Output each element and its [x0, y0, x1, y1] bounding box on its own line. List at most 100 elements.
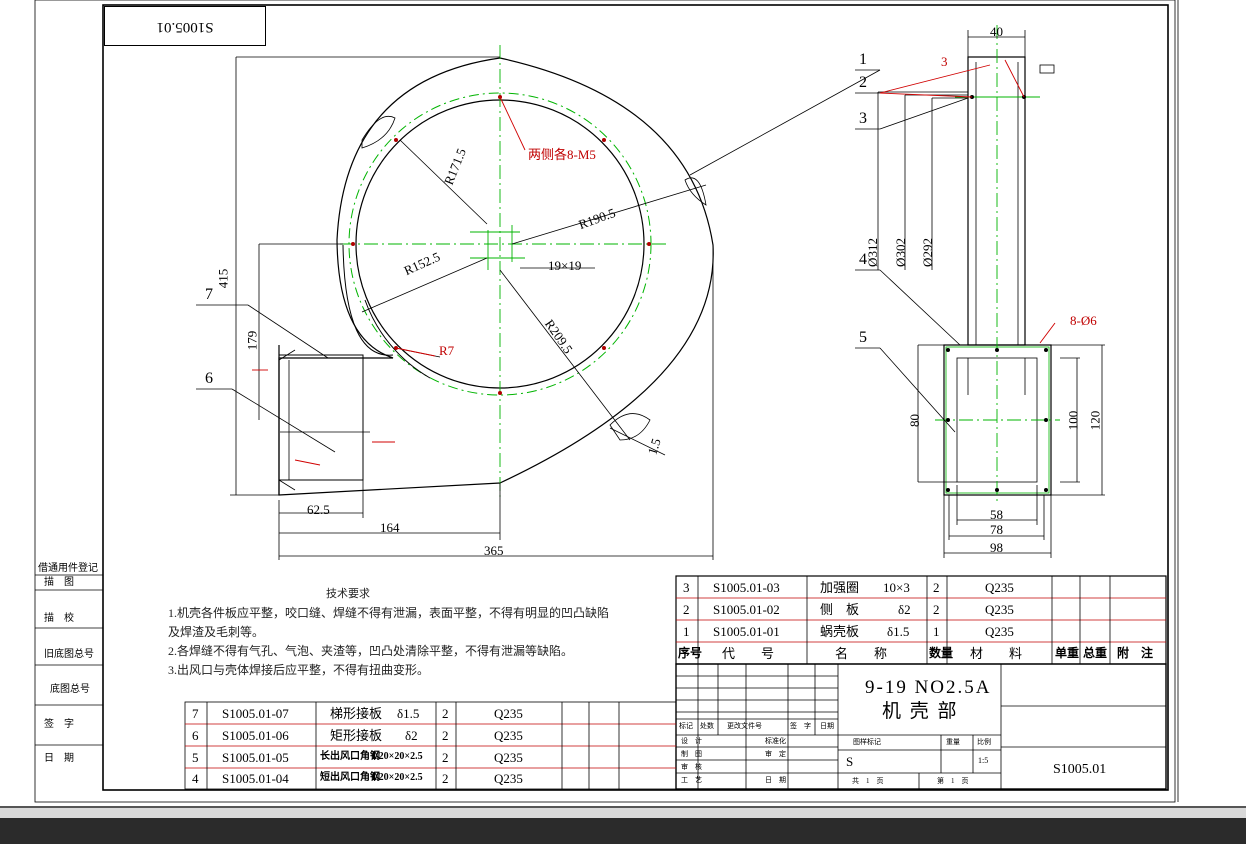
bom-cell: δ2	[405, 728, 418, 743]
balloon-6: 6	[205, 370, 213, 387]
bom-cell: 2	[442, 771, 449, 786]
bom-cell: S1005.01-01	[713, 624, 780, 639]
bom-cell: S1005.01-04	[222, 771, 289, 786]
dim-164: 164	[380, 520, 400, 535]
bom-header: 材 料	[970, 646, 1023, 661]
requirement-line: 2.各焊缝不得有气孔、气泡、夹渣等，凹凸处清除平整，不得有泄漏等缺陷。	[168, 644, 574, 658]
bom-cell: Q235	[985, 580, 1014, 595]
side-label: 描 图	[44, 577, 74, 588]
bom-cell: 短出风口角钢	[320, 772, 380, 783]
balloon-2: 2	[859, 74, 867, 91]
taskbar	[0, 806, 1246, 844]
bom-cell: L20×20×2.5	[372, 751, 423, 762]
outer-sheet-border	[34, 0, 1176, 803]
dim-3: 3	[941, 54, 948, 69]
note-holes-side: 8-Ø6	[1070, 313, 1097, 328]
tb-label: 设 计	[681, 737, 702, 745]
bom-cell: 加强圈	[820, 580, 860, 595]
tb-label: 日 期	[765, 776, 786, 784]
title-block-grid	[675, 663, 1167, 790]
dim-98: 98	[990, 540, 1003, 555]
bom-header: 附 注	[1117, 646, 1154, 660]
tb-label: 重量	[946, 738, 960, 746]
dim-40: 40	[990, 24, 1003, 39]
bom-cell: S1005.01-07	[222, 706, 289, 721]
bom-cell: 1	[933, 624, 940, 639]
tb-sheet: 第 1 页	[937, 777, 969, 785]
bom-cell: 2	[933, 580, 940, 595]
bom-header: 数量	[929, 646, 954, 660]
bom-cell: 梯形接板	[330, 706, 383, 721]
bom-header: 单重	[1055, 646, 1080, 660]
note-holes: 两侧各8-M5	[528, 147, 596, 162]
tb-label: 制 图	[681, 750, 702, 758]
bom-cell: 蜗壳板	[820, 624, 860, 639]
dim-r7: R7	[439, 343, 455, 358]
outlet-flange	[278, 354, 364, 481]
dim-100: 100	[1065, 410, 1081, 431]
side-label: 描 校	[44, 613, 74, 624]
side-body	[967, 56, 1026, 346]
bom-cell: S1005.01-02	[713, 602, 780, 617]
tb-label: 标记	[679, 722, 693, 730]
front-view	[196, 45, 714, 560]
dim-365: 365	[484, 543, 504, 558]
bom-cell: Q235	[985, 624, 1014, 639]
requirement-line: 及焊渣及毛刺等。	[168, 625, 265, 639]
drawing-number: S1005.01	[1053, 762, 1107, 777]
tb-label: 审 定	[765, 750, 786, 758]
bom-cell: 6	[192, 728, 199, 743]
side-label-column	[35, 574, 103, 746]
part-name: 机 壳 部	[882, 701, 959, 722]
requirement-line: 1.机壳各件板应平整，咬口缝、焊缝不得有泄漏，表面平整，不得有明显的凹凸缺陷	[168, 606, 610, 620]
bom-cell: Q235	[494, 706, 523, 721]
bom-cell: Q235	[494, 771, 523, 786]
bom-cell: 4	[192, 771, 199, 786]
bom-header: 序号	[678, 646, 703, 660]
bom-cell: 矩形接板	[330, 728, 383, 743]
bom-cell: S1005.01-06	[222, 728, 289, 743]
dim-d312: Ø312	[864, 238, 880, 267]
technical-requirements: 技术要求 1.机壳各件板应平整，咬口缝、焊缝不得有泄漏，表面平整，不得有明显的凹…	[168, 585, 609, 680]
tb-label: 日期	[820, 722, 834, 730]
dim-179: 179	[244, 330, 260, 351]
volute-outline	[278, 57, 714, 496]
bom-upper-grid	[675, 575, 1167, 665]
balloon-4: 4	[859, 251, 867, 268]
tb-label: 签 字	[790, 722, 811, 730]
bom-cell: 2	[683, 602, 690, 617]
taskbar-strip	[0, 808, 1246, 818]
bom-cell: 2	[442, 750, 449, 765]
tb-label: 工 艺	[681, 776, 702, 784]
bom-cell: S1005.01-05	[222, 750, 289, 765]
tb-label: 审 核	[681, 763, 702, 771]
dim-80: 80	[907, 414, 922, 427]
bom-cell: δ1.5	[397, 706, 420, 721]
bom-cell: 2	[442, 706, 449, 721]
rotated-drawing-number-box: S1005.01	[104, 6, 266, 46]
bom-cell: 3	[683, 580, 690, 595]
rotated-drawing-number: S1005.01	[156, 19, 214, 35]
dim-415: 415	[215, 268, 231, 289]
bom-cell: 2	[442, 728, 449, 743]
bom-cell: Q235	[494, 750, 523, 765]
side-label: 日 期	[44, 753, 74, 764]
bom-cell: L20×20×2.5	[372, 772, 423, 783]
bom-cell: 1	[683, 624, 690, 639]
balloon-7: 7	[205, 286, 213, 303]
tb-label: 图样标记	[853, 738, 881, 746]
balloon-1: 1	[859, 51, 867, 68]
dim-d302: Ø302	[892, 238, 908, 267]
side-label: 底图总号	[50, 684, 90, 695]
tb-scale-value: 1:5	[978, 756, 989, 765]
dim-d292: Ø292	[919, 238, 935, 267]
tb-label: 标准化	[765, 737, 786, 745]
bom-lower-grid	[184, 701, 677, 790]
balloon-3: 3	[859, 110, 867, 127]
dim-78: 78	[990, 522, 1003, 537]
side-view	[689, 25, 1105, 558]
balloon-5: 5	[859, 329, 867, 346]
bom-cell: Q235	[494, 728, 523, 743]
bom-cell: 2	[933, 602, 940, 617]
